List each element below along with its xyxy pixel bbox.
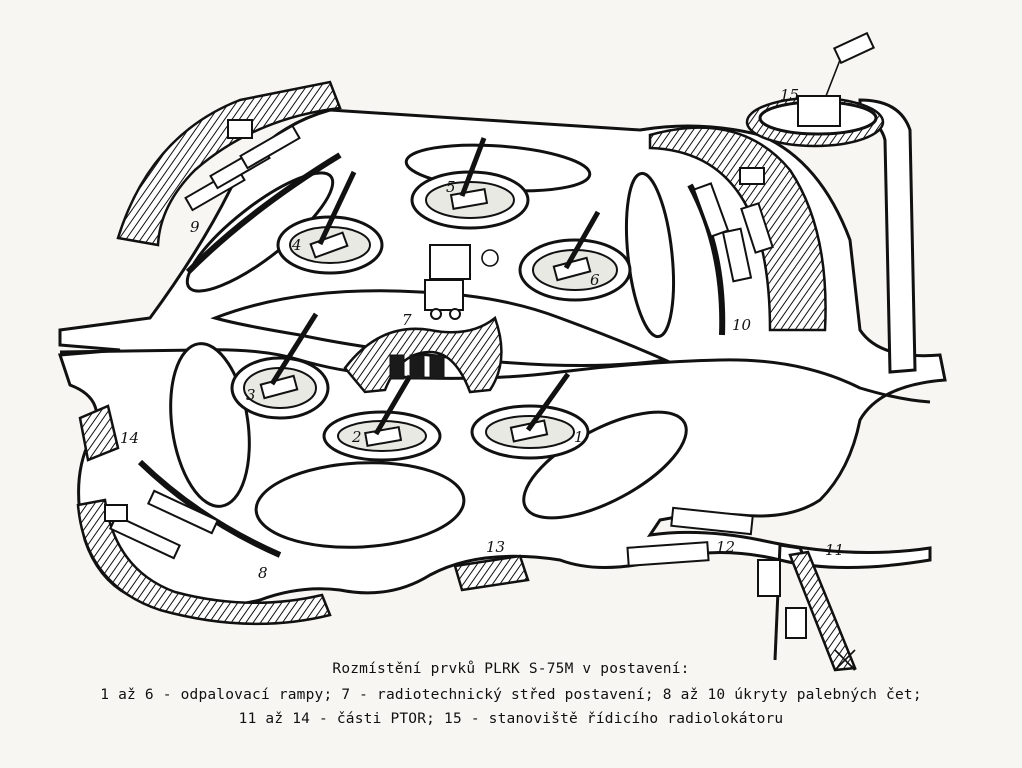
shelter-9: 9 (116, 80, 342, 275)
label-10: 10 (732, 316, 752, 334)
launcher-4: 4 (276, 170, 384, 275)
shelter-8: 8 (76, 459, 332, 626)
label-6: 6 (590, 271, 600, 289)
label-5: 5 (446, 178, 456, 196)
islands (169, 143, 688, 549)
rt-centre-7: 7 (343, 244, 503, 394)
radar-15: 15 (745, 31, 917, 374)
launcher-1: 1 (470, 372, 590, 460)
label-8: 8 (258, 564, 268, 582)
launcher-3: 3 (230, 312, 330, 420)
label-11: 11 (825, 541, 844, 559)
label-4: 4 (291, 236, 302, 254)
label-13: 13 (486, 538, 505, 556)
caption-title: Rozmístění prvků PLRK S-75M v postavení: (332, 661, 690, 677)
label-3: 3 (246, 386, 256, 404)
ptor-11: 11 (757, 541, 857, 672)
label-12: 12 (716, 538, 735, 556)
label-2: 2 (351, 428, 362, 446)
launcher-5: 5 (410, 137, 530, 230)
ptor-14: 14 (78, 404, 139, 462)
shelter-10: 10 (648, 126, 827, 336)
caption-line-2: 11 až 14 - části PTOR; 15 - stanoviště ř… (238, 711, 784, 727)
label-9: 9 (190, 218, 200, 236)
launcher-6: 6 (518, 210, 632, 302)
label-7: 7 (402, 311, 412, 329)
label-1: 1 (574, 428, 584, 446)
ptor-13: 13 (453, 538, 530, 592)
label-14: 14 (120, 429, 139, 447)
label-15: 15 (780, 86, 799, 104)
caption-line-1: 1 až 6 - odpalovací rampy; 7 - radiotech… (100, 687, 922, 703)
launcher-2: 2 (322, 374, 442, 462)
ptor-12: 12 (626, 506, 754, 567)
